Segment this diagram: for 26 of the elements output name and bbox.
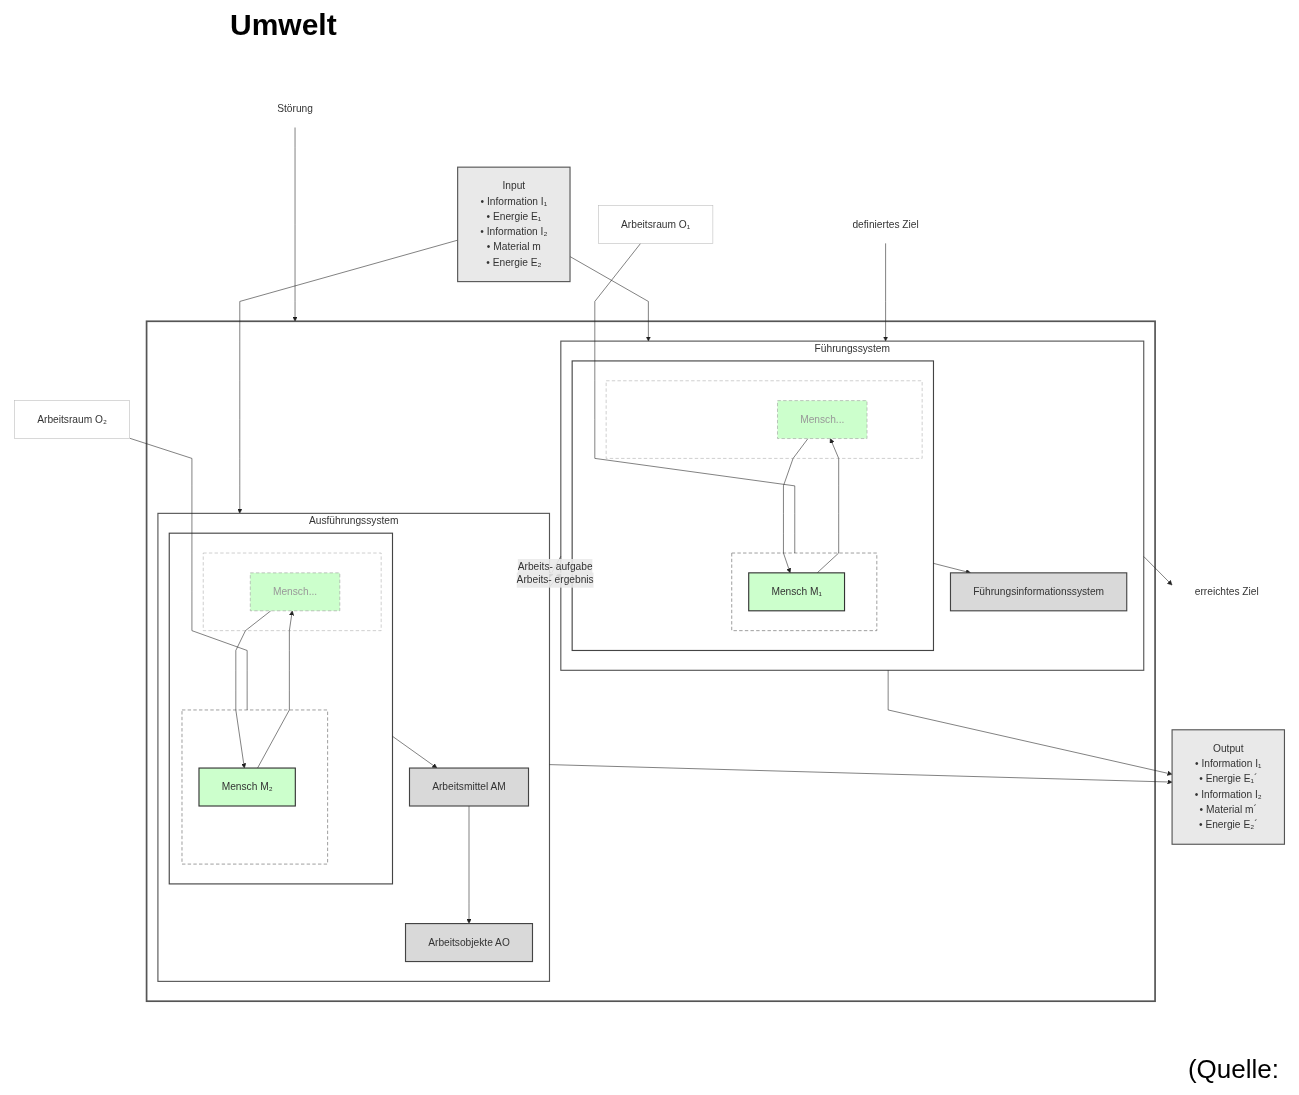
node-box: Führungsinformationssystem (949, 571, 1128, 611)
node-box: Arbeitsraum O₁ (598, 204, 714, 244)
node-box: Arbeitsraum O₂ (14, 399, 130, 439)
connector (594, 242, 796, 553)
edge-label: Arbeits- ergebnis (516, 573, 594, 586)
edge-label: Arbeits- aufgabe (517, 560, 593, 572)
node-box: Mensch... (777, 399, 868, 439)
cluster (731, 552, 878, 631)
node-box: Arbeitsmittel AM (408, 767, 530, 807)
node-box: Output • Information I₁ • Energie E₁´ • Information I₂ • Material m´ • Energie E₂´ (1171, 728, 1286, 845)
cluster (168, 532, 394, 885)
source-caption: (Quelle: (1187, 1054, 1279, 1085)
environment-label: Umwelt (230, 8, 337, 42)
cluster (605, 380, 923, 459)
node-text: Störung (277, 102, 313, 114)
node-text: definiertes Ziel (852, 218, 919, 230)
node-box: Mensch M₂ (198, 767, 296, 807)
cluster (181, 709, 328, 864)
node-box: Arbeitsobjekte AO (404, 922, 534, 962)
node-text: erreichtes Ziel (1194, 585, 1259, 597)
node-box: Mensch... (250, 572, 341, 611)
node-box: Input • Information I₁ • Energie E₁ • Information I₂ • Material m • Energie E₂ (457, 166, 571, 282)
node-box: Mensch M₁ (748, 571, 846, 611)
connector (129, 437, 248, 710)
cluster (202, 552, 382, 631)
cluster (145, 320, 1156, 1002)
